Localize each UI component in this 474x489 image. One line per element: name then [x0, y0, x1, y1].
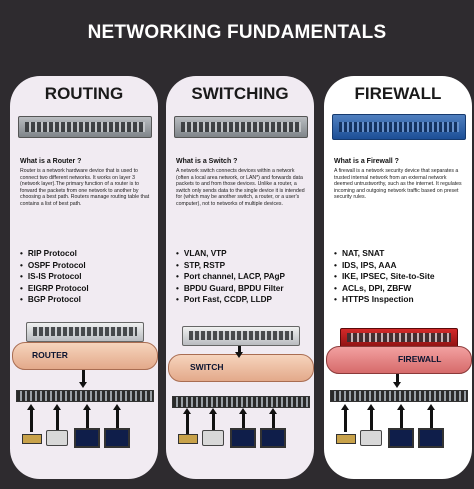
arrow-icon — [239, 408, 247, 434]
bullet-item: NAT, SNAT — [334, 248, 468, 260]
bullet-item: IDS, IPS, AAA — [334, 260, 468, 272]
firewall-topology-diagram: FIREWALL — [324, 322, 472, 472]
panel-title-firewall: FIREWALL — [354, 84, 442, 103]
firewall-question: What is a Firewall ? — [334, 158, 399, 165]
access-switch-image — [330, 390, 468, 402]
firewall-label: FIREWALL — [398, 354, 442, 364]
bullet-item: ACLs, DPI, ZBFW — [334, 283, 468, 295]
panel-title-switching: SWITCHING — [191, 84, 289, 103]
bullet-item: HTTPS Inspection — [334, 294, 468, 306]
laptop-icon — [418, 428, 444, 448]
bullet-item: OSPF Protocol — [20, 260, 154, 272]
arrow-icon — [427, 404, 435, 432]
down-arrow-icon — [235, 346, 243, 358]
laptop-icon — [74, 428, 100, 448]
laptop-icon — [260, 428, 286, 448]
wifi-router-icon — [178, 434, 198, 444]
arrow-icon — [209, 408, 217, 434]
bullet-item: STP, RSTP — [176, 260, 310, 272]
routing-bullet-list: RIP Protocol OSPF Protocol IS-IS Protoco… — [20, 248, 154, 306]
bullet-item: EIGRP Protocol — [20, 283, 154, 295]
firewall-device-mid — [340, 328, 458, 348]
printer-icon — [360, 430, 382, 446]
router-label: ROUTER — [32, 350, 68, 360]
routing-topology-diagram: ROUTER — [10, 322, 158, 472]
bullet-item: BGP Protocol — [20, 294, 154, 306]
arrow-icon — [113, 404, 121, 432]
panel-title-routing: ROUTING — [44, 84, 124, 103]
down-arrow-icon — [79, 370, 87, 388]
bullet-item: BPDU Guard, BPDU Filter — [176, 283, 310, 295]
switch-device-image — [174, 116, 308, 138]
down-arrow-icon — [393, 374, 401, 388]
router-pipe — [12, 342, 158, 370]
switch-description: A network switch connects devices within… — [176, 168, 305, 207]
wifi-router-icon — [336, 434, 356, 444]
switch-question: What is a Switch ? — [176, 158, 238, 165]
router-description: Router is a network hardware device that… — [20, 168, 150, 207]
firewall-pipe — [326, 346, 472, 374]
printer-icon — [202, 430, 224, 446]
arrow-icon — [27, 404, 35, 432]
bullet-item: IS-IS Protocol — [20, 271, 154, 283]
arrow-icon — [83, 404, 91, 432]
switching-bullet-list: VLAN, VTP STP, RSTP Port channel, LACP, … — [176, 248, 310, 306]
laptop-icon — [388, 428, 414, 448]
arrow-icon — [183, 408, 191, 434]
arrow-icon — [341, 404, 349, 432]
switch-label: SWITCH — [190, 362, 224, 372]
router-device-image — [18, 116, 152, 138]
routing-panel: ROUTING What is a Router ? Router is a n… — [10, 76, 158, 479]
wifi-router-icon — [22, 434, 42, 444]
firewall-description: A firewall is a network security device … — [334, 168, 462, 201]
switch-device-mid — [182, 326, 300, 346]
firewall-panel: FIREWALL What is a Firewall ? A firewall… — [324, 76, 472, 479]
switching-panel: SWITCHING What is a Switch ? A network s… — [166, 76, 314, 479]
router-device-mid — [26, 322, 144, 342]
laptop-icon — [104, 428, 130, 448]
arrow-icon — [53, 404, 61, 432]
bullet-item: RIP Protocol — [20, 248, 154, 260]
router-question: What is a Router ? — [20, 158, 82, 165]
switching-topology-diagram: SWITCH — [166, 322, 314, 472]
printer-icon — [46, 430, 68, 446]
laptop-icon — [230, 428, 256, 448]
bullet-item: Port channel, LACP, PAgP — [176, 271, 310, 283]
bullet-item: IKE, IPSEC, Site-to-Site — [334, 271, 468, 283]
bullet-item: VLAN, VTP — [176, 248, 310, 260]
firewall-bullet-list: NAT, SNAT IDS, IPS, AAA IKE, IPSEC, Site… — [334, 248, 468, 306]
page-title: NETWORKING FUNDAMENTALS — [87, 22, 387, 43]
arrow-icon — [269, 408, 277, 434]
access-switch-image — [172, 396, 310, 408]
firewall-device-image — [332, 114, 466, 140]
bullet-item: Port Fast, CCDP, LLDP — [176, 294, 310, 306]
access-switch-image — [16, 390, 154, 402]
arrow-icon — [397, 404, 405, 432]
arrow-icon — [367, 404, 375, 432]
